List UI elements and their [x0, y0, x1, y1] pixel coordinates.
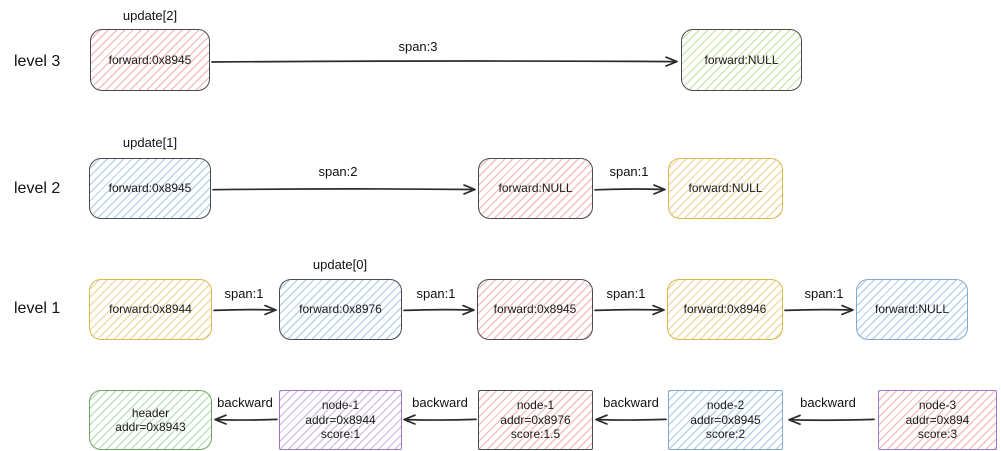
span-label-l3: span:3 [398, 39, 438, 54]
node-box-level1-forward-0x8946: forward:0x8946 [667, 279, 783, 340]
box-line: node-1 [516, 398, 555, 413]
level-1-label: level 1 [14, 300, 61, 317]
forward-arrow-level1-a [213, 304, 277, 316]
note-update-1: update[1] [122, 135, 178, 150]
box-line: addr=0x894 [905, 412, 970, 427]
backward-label-b: backward [412, 395, 468, 410]
backward-label-d: backward [800, 395, 856, 410]
node-box-level2-forward-null-1: forward:NULL [478, 158, 593, 219]
node-box-level1-forward-0x8976: forward:0x8976 [279, 279, 402, 340]
backward-arrow-b [403, 414, 477, 425]
node-box-level2-forward-0x8945: forward:0x8945 [89, 158, 211, 219]
span-label-l2-b: span:1 [609, 164, 649, 179]
box-line: addr=0x8944 [305, 412, 376, 427]
node-box-node3-0x894: node-3 addr=0x894 score:3 [878, 390, 997, 450]
span-label-l1-c: span:1 [606, 286, 646, 301]
backward-arrow-d [788, 414, 875, 426]
box-label: forward:0x8945 [108, 181, 192, 196]
forward-arrow-level2-a [212, 184, 476, 195]
box-label: forward:0x8976 [299, 302, 382, 317]
box-line: addr=0x8943 [115, 420, 186, 434]
node-box-level2-forward-null-2: forward:NULL [668, 158, 783, 219]
box-line: score:1.5 [510, 427, 561, 442]
box-line: header [131, 405, 170, 420]
forward-arrow-level1-b [403, 304, 475, 316]
box-label: forward:NULL [498, 181, 573, 196]
backward-arrow-a [214, 414, 278, 425]
box-label: forward:NULL [688, 181, 763, 196]
span-label-l2-a: span:2 [318, 164, 358, 179]
box-label: forward:0x8945 [493, 302, 577, 317]
forward-arrow-level3 [211, 56, 678, 67]
note-update-2: update[2] [122, 8, 178, 23]
backward-label-c: backward [603, 395, 659, 410]
box-line: score:1 [320, 427, 361, 442]
node-box-node2-0x8945: node-2 addr=0x8945 score:2 [668, 390, 783, 450]
backward-arrow-c [595, 414, 667, 425]
node-box-level1-forward-0x8945: forward:0x8945 [477, 279, 593, 340]
span-label-l1-b: span:1 [416, 286, 456, 301]
span-label-l1-a: span:1 [224, 286, 264, 301]
box-line: score:2 [705, 427, 746, 442]
forward-arrow-level2-b [594, 184, 666, 195]
box-label: forward:0x8946 [683, 302, 767, 317]
level-2-label: level 2 [14, 180, 61, 197]
level-3-label: level 3 [14, 53, 61, 70]
backward-label-a: backward [217, 395, 273, 410]
box-label: forward:0x8945 [108, 52, 192, 67]
box-line: node-1 [321, 398, 360, 413]
box-label: forward:NULL [874, 302, 950, 317]
span-label-l1-d: span:1 [804, 286, 844, 301]
node-box-node1-0x8976: node-1 addr=0x8976 score:1.5 [478, 390, 593, 450]
box-line: addr=0x8945 [690, 412, 761, 427]
node-box-level1-forward-0x8944: forward:0x8944 [89, 279, 212, 340]
node-box-node1-0x8944: node-1 addr=0x8944 score:1 [279, 390, 402, 450]
forward-arrow-level1-d [784, 304, 854, 316]
node-box-header: header addr=0x8943 [89, 390, 212, 450]
box-line: node-2 [706, 398, 745, 413]
box-label: forward:0x8944 [109, 302, 192, 317]
box-line: addr=0x8976 [500, 412, 571, 427]
node-box-level3-forward-0x8945: forward:0x8945 [90, 29, 210, 91]
box-line: score:3 [917, 427, 958, 442]
node-box-level3-forward-null: forward:NULL [681, 29, 802, 91]
box-line: node-3 [918, 398, 957, 413]
node-box-level1-forward-null: forward:NULL [856, 279, 968, 340]
box-label: forward:NULL [704, 52, 779, 67]
forward-arrow-level1-c [594, 304, 665, 316]
note-update-0: update[0] [312, 257, 368, 272]
